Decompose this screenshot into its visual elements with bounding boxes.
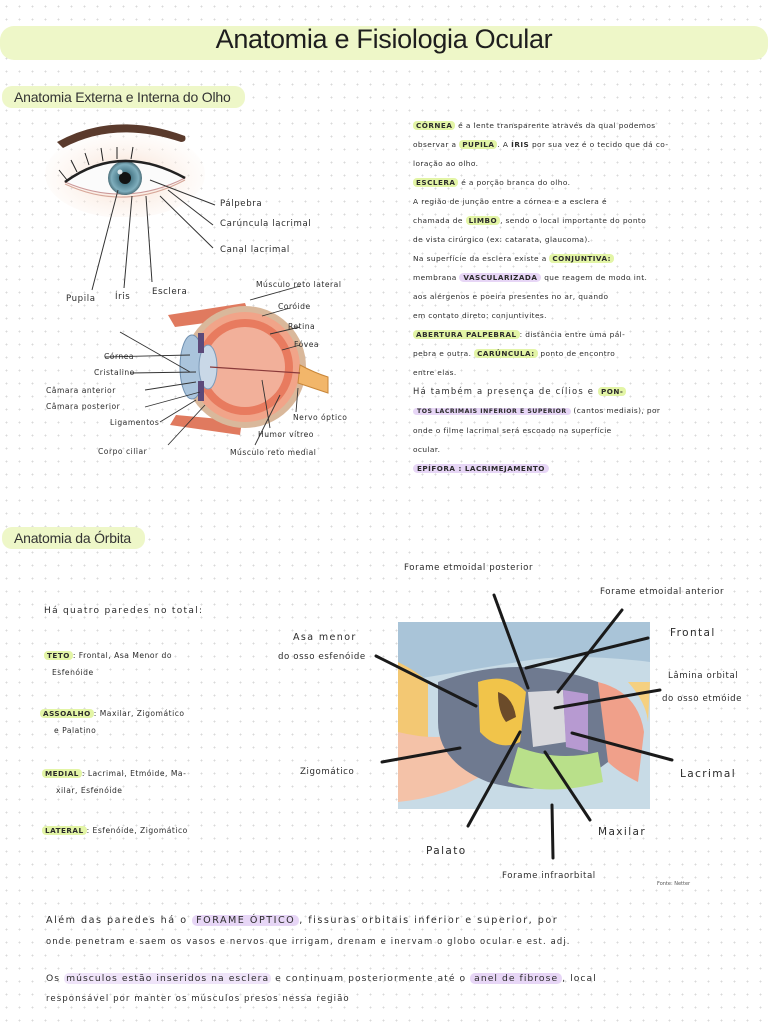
label-pupila: Pupila: [66, 294, 96, 304]
label-palpebra: Pálpebra: [220, 199, 263, 209]
wall-assoalho: ASSOALHO: Maxilar, Zigomático e Palatino: [40, 703, 185, 738]
note-line: ABERTURA PALPEBRAL: distância entre uma …: [413, 325, 668, 344]
label-ligamentos: Ligamentos: [110, 418, 160, 427]
page-title: Anatomia e Fisiologia Ocular: [215, 24, 553, 54]
label-forame-etmoidal-posterior: Forame etmoidal posterior: [404, 563, 534, 573]
label-iris: Íris: [115, 292, 131, 302]
label-cornea: Córnea: [104, 352, 135, 361]
note-line: EPÍFORA : LACRIMEJAMENTO: [413, 459, 668, 478]
label-retina: Retina: [288, 322, 316, 331]
wall-teto: TETO: Frontal, Asa Menor do Esfenóide: [44, 645, 172, 680]
label-musculo-reto-lateral: Músculo reto lateral: [256, 280, 342, 289]
note-line: entre elas.: [413, 368, 457, 377]
note-line: A região de junção entre a córnea e a es…: [413, 197, 607, 206]
label-esclera: Esclera: [152, 287, 188, 297]
title-highlight: [0, 26, 768, 60]
footer-paragraph-2: Os músculos estão inseridos na esclera e…: [46, 973, 597, 1004]
note-line: ESCLERA é a porção branca do olho.: [413, 173, 668, 192]
label-corpo-ciliar: Corpo ciliar: [98, 447, 148, 456]
note-line: Há também a presença de cílios e PON-: [413, 382, 668, 401]
section-heading-eye-anatomy: Anatomia Externa e Interna do Olho: [2, 86, 245, 108]
label-lamina-orbital: Lâmina orbital: [668, 671, 739, 681]
orbit-illustration: [398, 622, 650, 809]
label-humor-vitreo: Humor vítreo: [258, 430, 314, 439]
label-nervo-optico: Nervo óptico: [293, 413, 348, 422]
note-line: pebra e outra. CARÚNCULA: ponto de encon…: [413, 349, 616, 358]
eye-cross-section-illustration: [168, 303, 329, 435]
walls-intro: Há quatro paredes no total:: [44, 606, 204, 616]
note-line: aos alérgenos e poeira presentes no ar, …: [413, 292, 609, 301]
wall-lateral: LATERAL: Esfenóide, Zigomático: [42, 820, 188, 841]
label-cristalino: Cristalino: [94, 368, 135, 377]
note-line: chamada de LIMBO, sendo o local importan…: [413, 216, 647, 225]
note-line: observar a PUPILA. A ÍRIS por sua vez é …: [413, 140, 669, 149]
label-palato: Palato: [426, 845, 467, 857]
label-asa-menor-esfenoide: do osso esfenóide: [278, 652, 366, 662]
label-camara-anterior: Câmara anterior: [46, 386, 116, 395]
label-maxilar: Maxilar: [598, 826, 647, 838]
note-line: TOS LACRIMAIS INFERIOR E SUPERIOR (canto…: [413, 401, 668, 421]
label-zigomatico: Zigomático: [300, 767, 355, 777]
note-line: Na superfície da esclera existe a CONJUN…: [413, 249, 668, 268]
note-line: de vista cirúrgico (ex: catarata, glauco…: [413, 235, 591, 244]
section-heading-orbit: Anatomia da Órbita: [2, 527, 146, 549]
label-fovea: Fóvea: [294, 340, 320, 349]
label-canal-lacrimal: Canal lacrimal: [220, 245, 290, 255]
label-lamina-etmoide: do osso etmóide: [662, 694, 743, 704]
image-source: Fonte: Netter: [657, 881, 691, 887]
wall-medial: MEDIAL: Lacrimal, Etmóide, Ma- xilar, Es…: [42, 763, 186, 798]
label-forame-etmoidal-anterior: Forame etmoidal anterior: [600, 587, 725, 597]
label-camara-posterior: Câmara posterior: [46, 402, 121, 411]
note-line: onde o filme lacrimal será escoado na su…: [413, 426, 612, 435]
label-caruncula: Carúncula lacrimal: [220, 219, 312, 229]
external-eye-illustration: [45, 124, 205, 217]
label-musculo-reto-medial: Músculo reto medial: [230, 448, 317, 457]
note-line: ocular.: [413, 445, 441, 454]
note-line: membrana VASCULARIZADA que reagem de mod…: [413, 273, 648, 282]
note-line: CÓRNEA é a lente transparente através da…: [413, 116, 668, 135]
note-line: loração ao olho.: [413, 159, 479, 168]
label-frontal: Frontal: [670, 627, 716, 639]
label-lacrimal: Lacrimal: [680, 768, 737, 780]
label-coroide: Coróide: [278, 302, 311, 311]
label-asa-menor: Asa menor: [293, 632, 357, 643]
label-forame-infraorbital: Forame infraorbital: [502, 871, 596, 881]
notes-column: CÓRNEA é a lente transparente através da…: [413, 116, 668, 478]
note-line: em contato direto: conjuntivites.: [413, 311, 547, 320]
footer-paragraph-1: Além das paredes há o FORAME ÓPTICO, fis…: [46, 915, 571, 946]
